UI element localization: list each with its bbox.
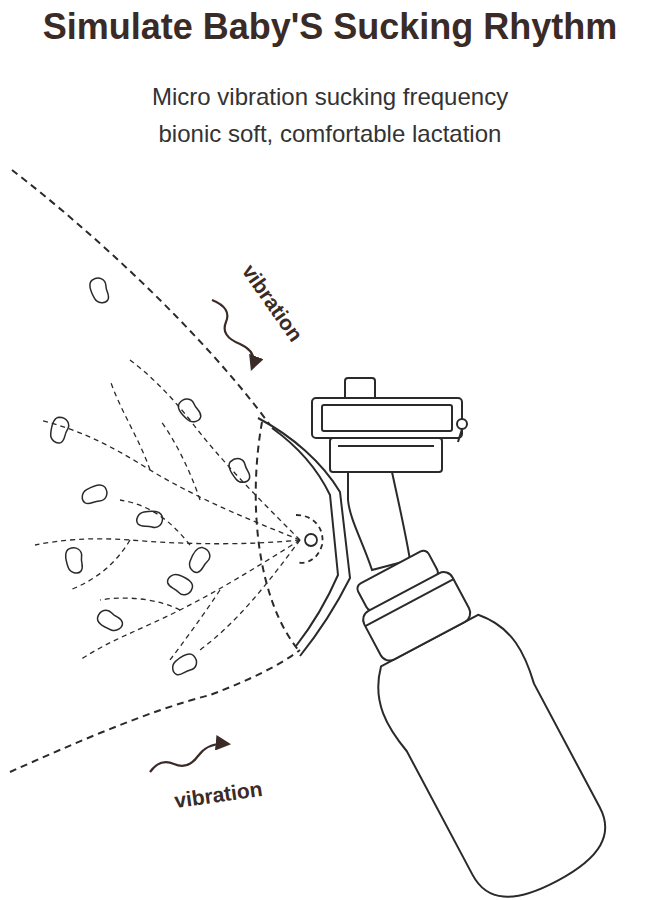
milk-ducts [130,360,300,540]
milk-ducts [160,420,200,500]
milk-bottle [324,532,625,900]
milk-lobules [137,511,163,527]
vibration-label: vibration [237,260,308,346]
pump-flange [272,428,338,646]
title: Simulate Baby'S Sucking Rhythm [43,6,618,48]
milk-lobules [88,276,112,306]
vibration-arrow [212,300,254,368]
milk-lobules [48,416,70,445]
milk-ducts [110,380,150,470]
milk-lobules [165,571,195,598]
milk-ducts [120,500,190,545]
milk-lobules [175,396,204,426]
vibration-arrow [150,744,228,772]
milk-ducts [35,539,300,545]
milk-bottle [360,569,474,665]
vibration-label: vibration [172,777,263,813]
pump-head [345,378,375,400]
milk-ducts [80,540,300,660]
pump-head [312,378,467,570]
milk-ducts [70,540,130,590]
pump-head [458,429,462,442]
pump-head [338,445,434,447]
nipple [296,515,323,563]
milk-lobules [169,651,199,678]
nipple [296,515,323,563]
milk-ducts [40,420,300,540]
vibration-arrow [150,300,254,772]
milk-bottle [365,579,453,626]
pump-head [330,438,442,472]
milk-lobules [226,456,253,486]
milk-lobules [64,547,84,575]
milk-ducts [100,598,180,610]
milk-lobules [48,276,253,678]
pump-head [312,398,462,438]
breast-outline [256,422,300,652]
subtitle-line: bionic soft, comfortable lactation [159,120,502,148]
milk-lobules [95,607,125,634]
milk-lobules [80,483,110,507]
pump-head [348,472,410,570]
subtitle-line: Micro vibration sucking frequency [152,83,508,111]
nipple [305,534,317,546]
pump-head [322,405,452,431]
milk-ducts [35,360,300,660]
milk-ducts [200,540,300,650]
breast-outline [12,170,270,425]
breast-outline [10,650,300,772]
milk-ducts [170,590,220,660]
pump-head [457,419,467,429]
milk-lobules [186,545,213,575]
